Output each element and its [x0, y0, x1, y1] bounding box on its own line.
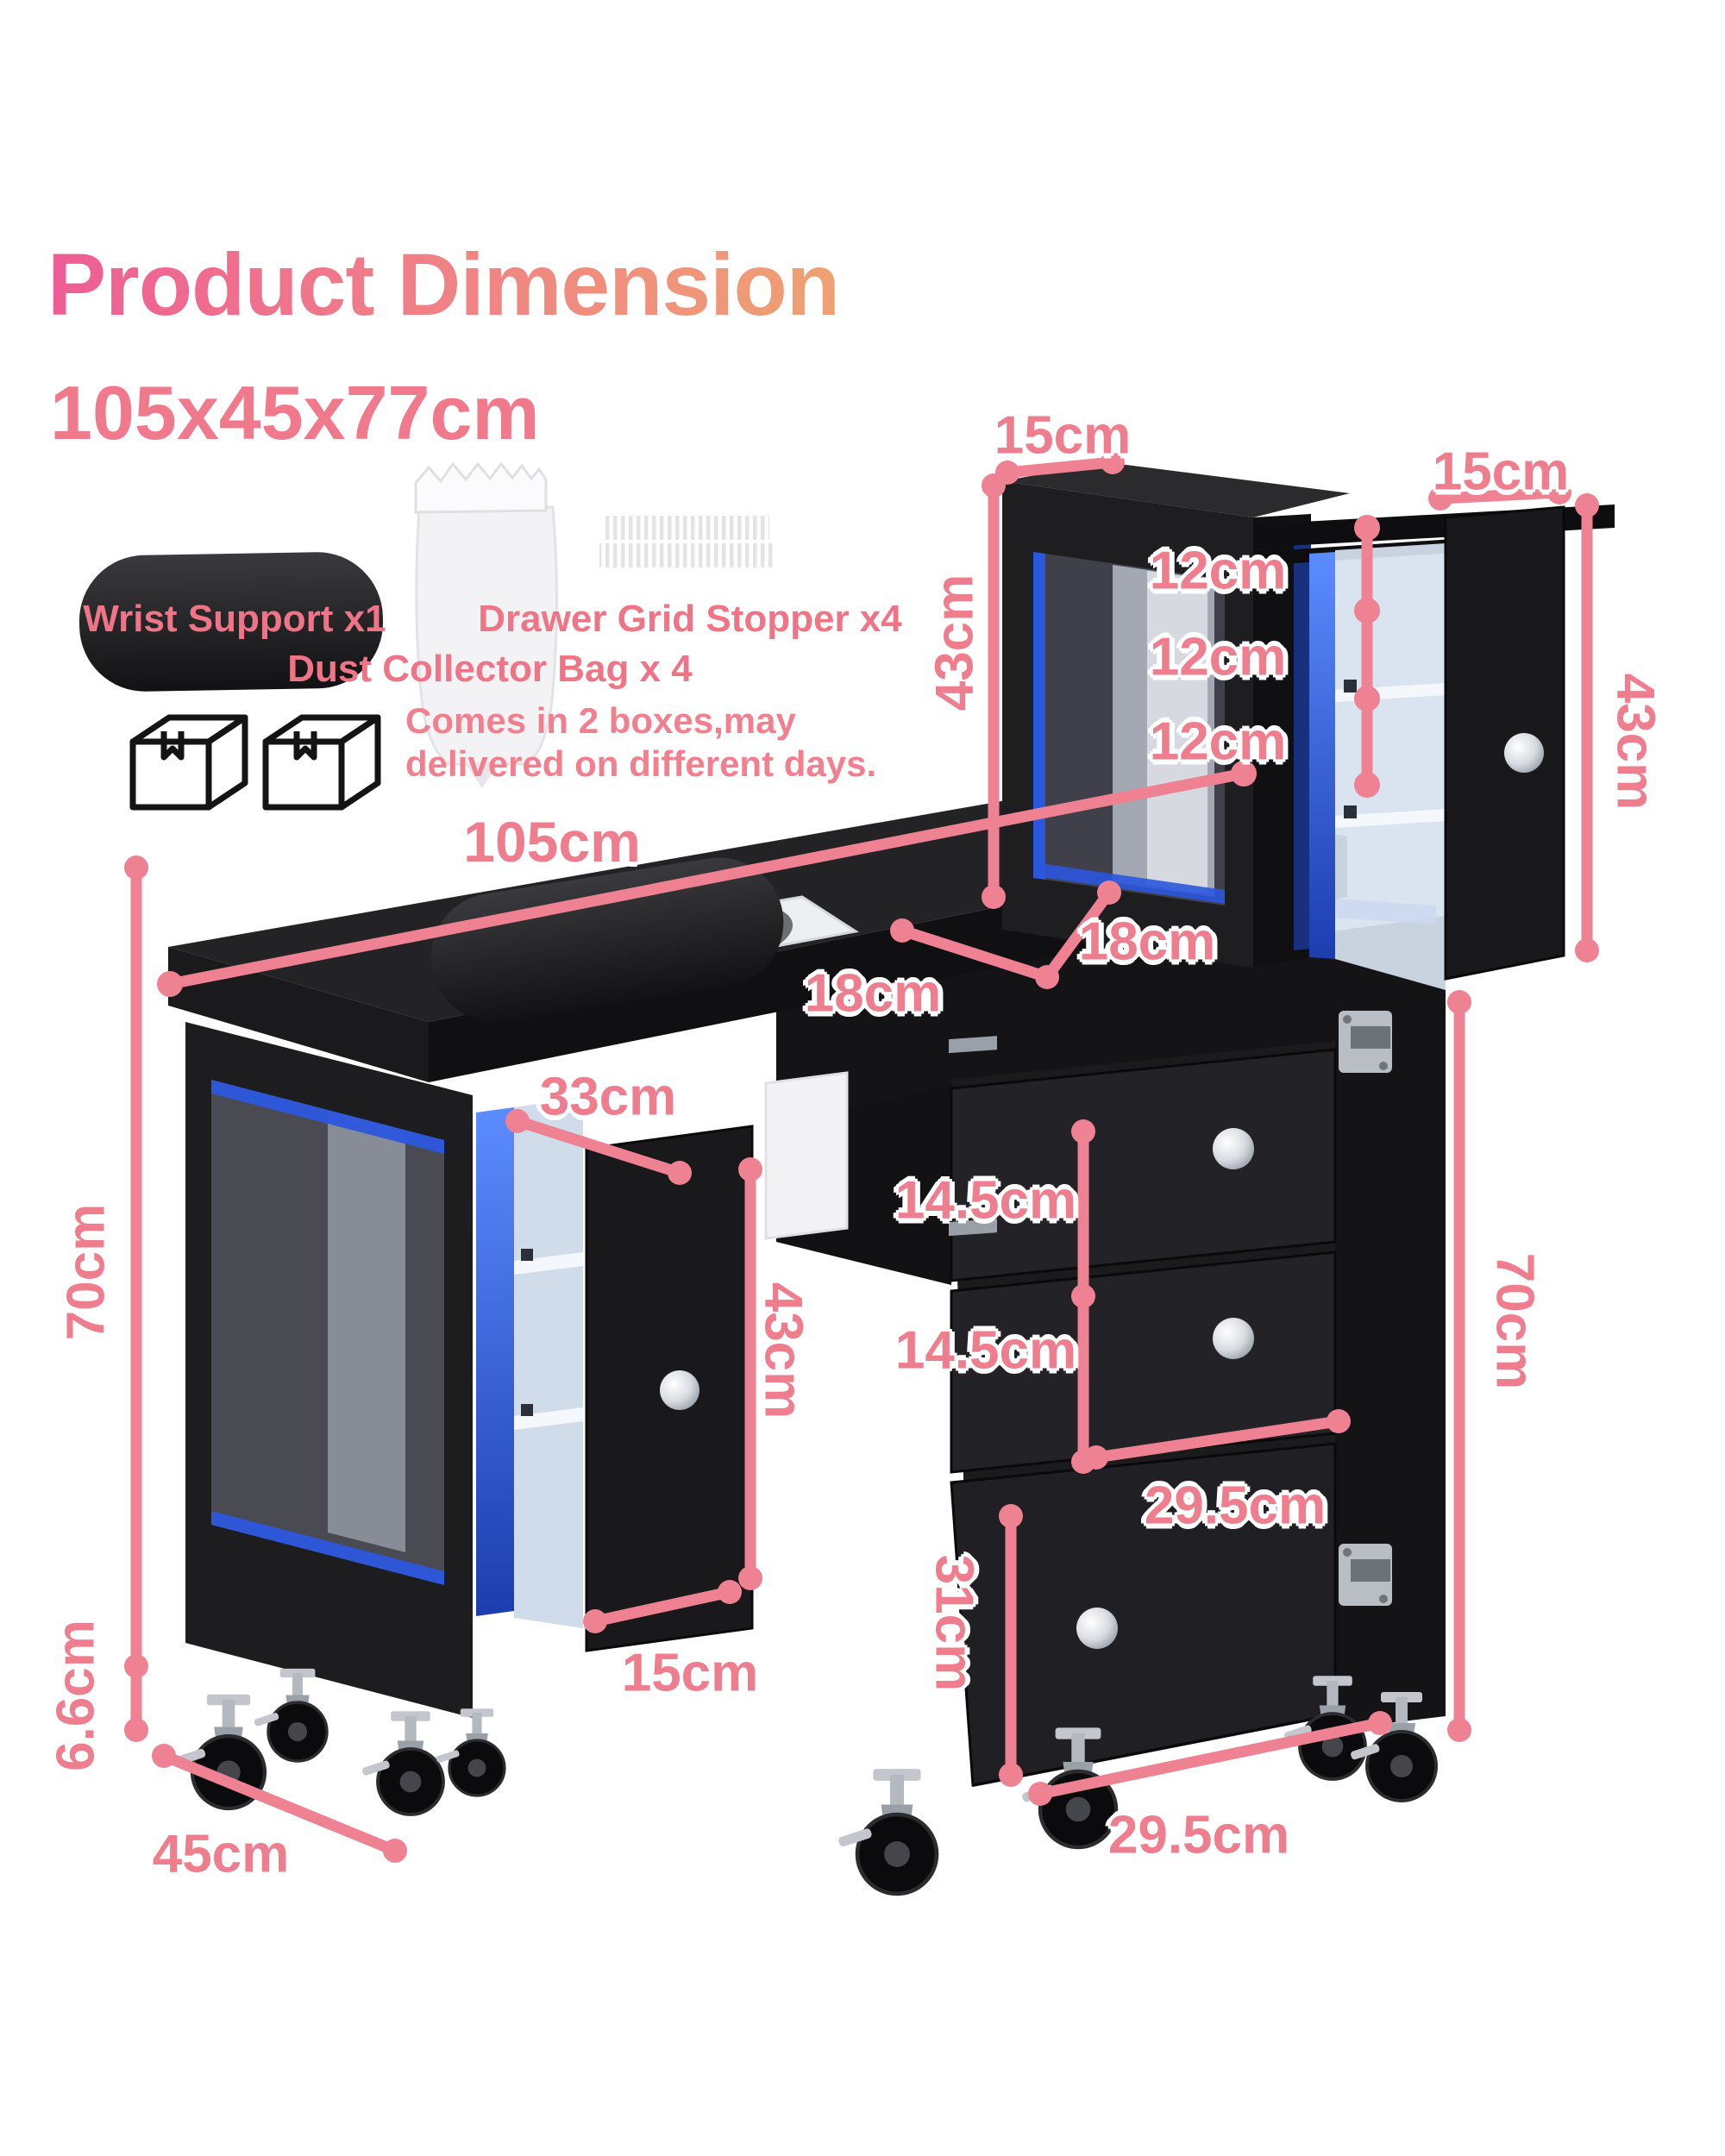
- shipping-note-line2: delivered on different days.: [405, 743, 877, 784]
- dim-tower-height-left: 43cm: [925, 573, 985, 711]
- box-icon: [129, 714, 248, 811]
- dim-tower-depth: 15cm: [994, 405, 1132, 466]
- dim-pullout-depth: 33cm: [539, 1067, 677, 1127]
- dim-vent-left: 18cm: [804, 963, 942, 1024]
- dim-table-depth: 45cm: [152, 1824, 290, 1884]
- shipping-note-line1: Comes in 2 boxes,may: [405, 700, 796, 741]
- dim-table-height-left: 70cm: [56, 1203, 116, 1341]
- dim-door-height-right: 43cm: [1605, 673, 1665, 811]
- dim-caster-height: 6.6cm: [46, 1620, 106, 1771]
- caster-icon: [434, 1707, 506, 1797]
- left-cabinet: [185, 1022, 473, 1718]
- hinge-icon: [1339, 1544, 1392, 1606]
- pedestal-open-door: [1333, 916, 1446, 1730]
- drawer-front-top: [950, 1048, 1337, 1282]
- dust-collector-bag-image: [414, 461, 558, 788]
- dust-bag-label: Dust Collector Bag x 4: [287, 648, 693, 690]
- caster-icon: [360, 1709, 445, 1816]
- page-title: Product Dimension: [47, 235, 840, 334]
- wrist-support-image: [78, 552, 384, 692]
- crystal-knob: [1213, 1318, 1254, 1359]
- wrist-cushion: [430, 857, 784, 1023]
- drawer-front-middle: [950, 1250, 1337, 1474]
- dim-table-width: 105cm: [463, 810, 641, 874]
- dim-drawer-width: 29.5cm: [1144, 1476, 1327, 1536]
- top-cabinet-door: [1444, 505, 1565, 981]
- dim-cabinet-height-right: 70cm: [1484, 1252, 1545, 1390]
- dim-drawer-height-1: 14.5cm: [894, 1170, 1077, 1231]
- crystal-knob: [660, 1370, 699, 1410]
- pullout-drawer: [476, 1097, 754, 1652]
- shipping-box-icons: [129, 714, 381, 811]
- dim-shelf-gap-2: 12cm: [1149, 627, 1287, 687]
- dim-shelf-gap-3: 12cm: [1149, 711, 1287, 772]
- crystal-knob: [1504, 733, 1544, 773]
- top-cabinet: [1002, 462, 1615, 968]
- dim-bottom-door-height: 31cm: [924, 1554, 984, 1692]
- drawer-pedestal: [949, 1036, 1337, 1787]
- overall-dimensions: 105x45x77cm: [50, 370, 540, 455]
- dim-vent-right: 18cm: [1078, 912, 1216, 972]
- dim-drawer-height-2: 14.5cm: [894, 1320, 1077, 1381]
- wrist-support-label: Wrist Support x1: [83, 598, 386, 640]
- drawer-grid-stopper-image: [599, 516, 774, 567]
- dim-door-width-top: 15cm: [1432, 442, 1570, 502]
- towel: [764, 1071, 849, 1240]
- dim-pedestal-width: 29.5cm: [1107, 1805, 1290, 1865]
- dim-shelf-gap-1: 12cm: [1149, 541, 1287, 601]
- caster-icon: [837, 1769, 937, 1894]
- crystal-knob: [1213, 1128, 1254, 1169]
- box-icon: [262, 714, 381, 811]
- dim-pullout-door-height: 43cm: [753, 1282, 813, 1420]
- grid-stopper-label: Drawer Grid Stopper x4: [478, 598, 902, 640]
- hinge-icon: [1339, 1011, 1392, 1073]
- caster-icon: [252, 1667, 329, 1763]
- crystal-knob: [1076, 1608, 1118, 1649]
- dimension-lines: [124, 450, 1599, 1863]
- dim-pullout-door-width: 15cm: [621, 1643, 759, 1703]
